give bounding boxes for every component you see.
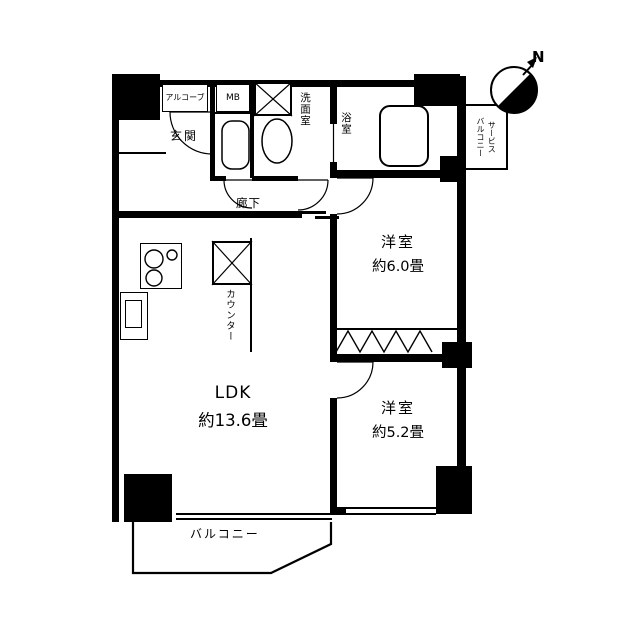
- wall-center-mid: [330, 214, 337, 362]
- sliding-door-line-1: [302, 211, 326, 214]
- room-label-ldk: LDK 約13.6畳: [156, 383, 310, 431]
- pipe-space-box: [254, 82, 292, 116]
- bathtub-icon: [379, 105, 429, 167]
- closet-folding-doors-icon: [335, 329, 433, 354]
- compass-arrow-line: [522, 63, 534, 76]
- pillar-bottom-left: [124, 474, 172, 522]
- sink-inner-box: [125, 300, 142, 328]
- compass-n-label: N: [532, 48, 545, 66]
- wall-mb-divider: [250, 80, 254, 178]
- pillar-top-right: [414, 74, 460, 106]
- room-label-bedroom-b: 洋室 約5.2畳: [342, 397, 454, 442]
- bedroom-b-area: 約5.2畳: [371, 425, 425, 441]
- wall-right: [457, 76, 466, 514]
- service-balcony-box: サービス バルコニー: [464, 104, 508, 170]
- washroom-door-arc: [297, 179, 329, 211]
- ldk-name: LDK: [214, 383, 252, 403]
- wall-bedroom-b-bottom-stub: [330, 507, 346, 515]
- stove-box: [140, 243, 182, 289]
- meter-box-label: MB: [226, 93, 240, 103]
- bedroom-b-name: 洋室: [380, 399, 415, 417]
- bath-label: 浴室: [340, 112, 352, 135]
- counter-label: カウンター: [224, 289, 235, 342]
- wall-genkan-right: [210, 80, 215, 178]
- kitchen-counter-box: [212, 241, 252, 285]
- ldk-area: 約13.6畳: [198, 411, 268, 430]
- genkan-step-line: [118, 152, 166, 154]
- toilet-icon: [221, 120, 250, 170]
- room-label-bedroom-a: 洋室 約6.0畳: [342, 231, 454, 276]
- meter-box: MB: [216, 84, 250, 112]
- pillar-right-upper: [440, 156, 466, 182]
- washroom-label: 洗面室: [299, 92, 311, 127]
- genkan-label: 玄関: [170, 129, 199, 143]
- bedroom-a-area: 約6.0畳: [371, 259, 425, 275]
- wall-room-divider: [330, 354, 466, 362]
- wall-topsection-bottom-b: [252, 176, 298, 181]
- service-balcony-label: サービス バルコニー: [476, 117, 497, 157]
- alcove-box: アルコーブ: [162, 84, 208, 112]
- bedroom-b-door-arc: [336, 361, 374, 399]
- window-ldk-balcony-1: [176, 513, 332, 515]
- wall-bath-bottom: [330, 170, 466, 178]
- washbasin-icon: [261, 118, 293, 164]
- wall-center-low: [330, 398, 337, 514]
- wall-topsection-bottom-a: [210, 176, 226, 181]
- bedroom-a-door-arc: [336, 177, 374, 215]
- pillar-top-left: [112, 74, 160, 120]
- pillar-right-middle: [442, 342, 472, 368]
- pillar-bottom-right: [436, 466, 472, 514]
- corridor-label: 廊下: [236, 196, 261, 210]
- bath-door-gap: [330, 124, 337, 162]
- wall-corridor-bottom: [112, 211, 302, 218]
- compass-arrow-head: [527, 57, 537, 68]
- window-bedroom-b-1: [346, 507, 436, 509]
- alcove-label: アルコーブ: [165, 93, 205, 103]
- window-bedroom-b-2: [346, 513, 436, 515]
- window-ldk-balcony-2: [176, 518, 332, 520]
- sliding-door-line-2: [315, 216, 339, 219]
- balcony-label: バルコニー: [190, 527, 260, 541]
- counter-edge-line: [250, 238, 252, 352]
- mb-bottom-line: [214, 112, 250, 114]
- wall-left: [112, 80, 119, 522]
- bedroom-a-name: 洋室: [380, 233, 415, 251]
- closet-top-line: [336, 328, 460, 330]
